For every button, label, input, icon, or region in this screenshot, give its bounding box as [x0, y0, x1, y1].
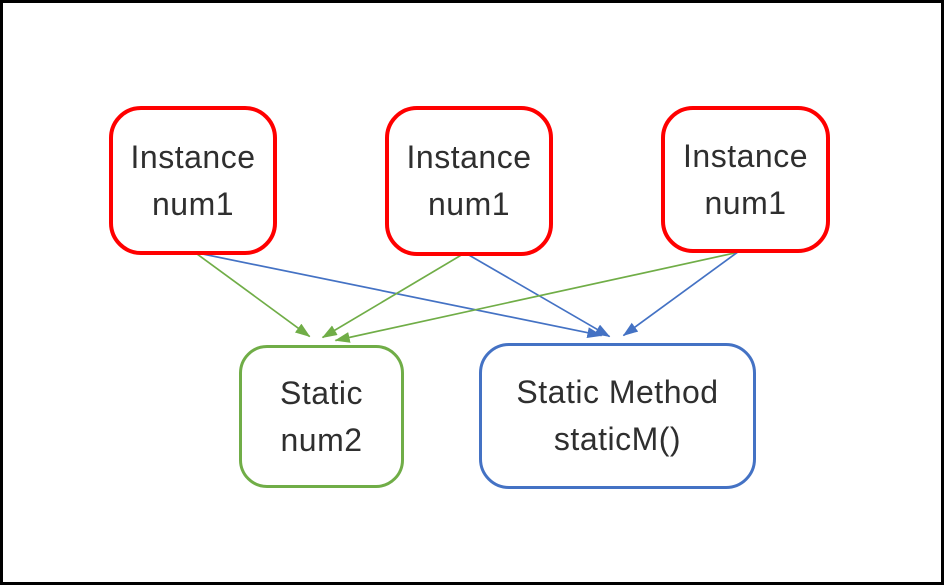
node-text-line: Instance: [406, 139, 532, 175]
node-text-line: num2: [280, 421, 363, 458]
node-text-line: num1: [427, 186, 511, 222]
node-text-line: Static Method: [516, 374, 719, 410]
node-text-line: staticM(): [553, 421, 682, 457]
node-static-method-label: Static Method staticM(): [516, 369, 718, 463]
node-instance-2-label: Instance num1: [407, 134, 532, 228]
node-static-num2-label: Static num2: [280, 370, 363, 464]
node-text-line: num1: [151, 185, 235, 222]
arrow-instance-1-to-static-method: [194, 251, 603, 339]
node-static-num2[interactable]: Static num2: [239, 345, 404, 488]
node-instance-1-label: Instance num1: [131, 134, 256, 228]
node-text-line: num1: [704, 184, 787, 221]
arrow-instance-1-to-static-num2: [194, 251, 311, 338]
node-text-line: Static: [279, 374, 364, 411]
node-text-line: Instance: [683, 137, 808, 174]
node-static-method[interactable]: Static Method staticM(): [479, 343, 756, 489]
arrow-instance-2-to-static-method: [465, 252, 611, 338]
node-instance-3-label: Instance num1: [683, 133, 808, 227]
node-text-line: Instance: [130, 138, 256, 175]
node-instance-1[interactable]: Instance num1: [109, 106, 277, 255]
arrow-instance-3-to-static-method: [622, 251, 738, 337]
arrow-instance-3-to-static-num2: [334, 251, 738, 343]
arrow-layer: [194, 251, 738, 343]
node-instance-3[interactable]: Instance num1: [661, 106, 830, 253]
arrow-instance-2-to-static-num2: [321, 252, 465, 339]
node-instance-2[interactable]: Instance num1: [385, 106, 553, 256]
